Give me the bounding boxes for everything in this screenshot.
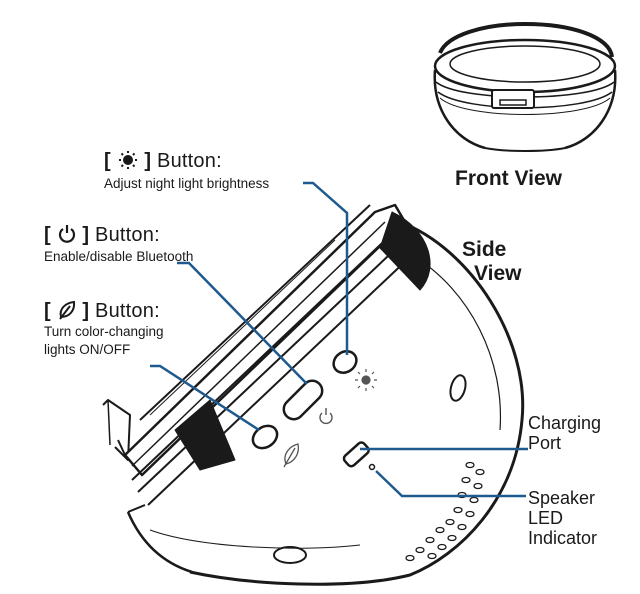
front-view-device [433, 21, 617, 152]
leader-brightness [303, 181, 349, 355]
lights-description-line1: Turn color-changing [44, 324, 164, 339]
leader-speaker [375, 470, 526, 498]
side-view-label: Side View [462, 238, 521, 286]
bracket-open: [ [104, 150, 111, 172]
lights-button-description: Turn color-changing lights ON/OFF [44, 323, 164, 359]
front-view-label: Front View [455, 167, 562, 190]
charging-port-line2: Port [528, 433, 562, 453]
speaker-led-indicator-label: Speaker LED Indicator [528, 488, 597, 548]
charging-port-shape [342, 441, 376, 471]
speaker-led-line2: LED [528, 508, 564, 528]
leaf-icon [58, 300, 75, 320]
sun-button-shape [332, 350, 358, 374]
bracket-close: ] [82, 300, 90, 322]
charging-port-label: Charging Port [528, 413, 601, 453]
sun-icon [355, 369, 377, 391]
leader-lights [150, 364, 260, 432]
bracket-open: [ [44, 224, 51, 246]
sun-icon [118, 151, 137, 169]
power-button-description: Enable/disable Bluetooth [44, 249, 194, 264]
side-view-label-line2: View [474, 262, 522, 285]
power-button-shape [282, 379, 324, 421]
leader-power [177, 261, 308, 385]
bracket-close: ] [144, 150, 152, 172]
leader-lines [150, 181, 528, 498]
button-word: Button: [95, 300, 160, 322]
speaker-grille [405, 461, 485, 562]
brightness-button-title: [ ] Button: [104, 150, 222, 171]
bracket-close: ] [82, 224, 90, 246]
power-icon [58, 225, 75, 243]
charging-port-line1: Charging [528, 413, 602, 433]
button-word: Button: [157, 150, 222, 172]
speaker-led-line1: Speaker [528, 488, 596, 508]
power-button-title: [ ] Button: [44, 224, 160, 245]
bracket-open: [ [44, 300, 51, 322]
lights-button-title: [ ] Button: [44, 300, 160, 321]
button-word: Button: [95, 224, 160, 246]
speaker-led-line3: Indicator [528, 528, 598, 548]
lights-description-line2: lights ON/OFF [44, 342, 131, 357]
leaf-icon [283, 443, 300, 468]
brightness-button-description: Adjust night light brightness [104, 176, 270, 191]
side-view-label-line1: Side [462, 238, 507, 261]
power-icon [319, 408, 333, 425]
